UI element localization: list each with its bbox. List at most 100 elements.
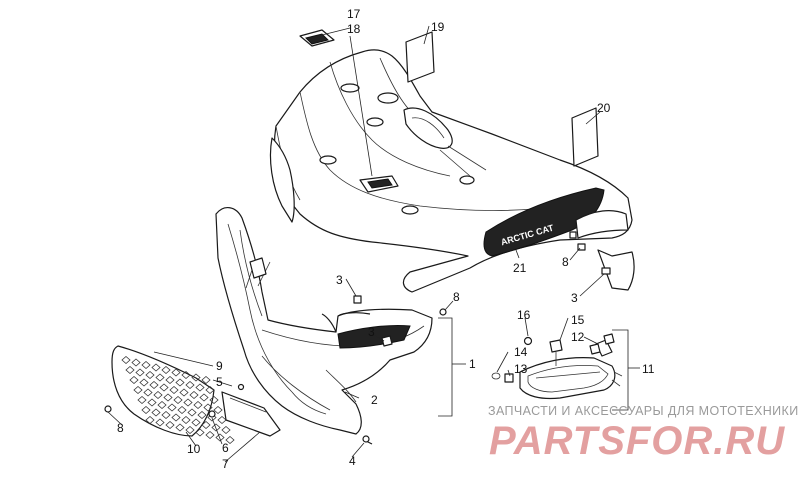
callout-3-mid: 3: [368, 325, 375, 339]
grille-cell: [139, 378, 149, 387]
callout-labels: 17 18 19 20 21 8 3 3 8 3 1 9 5 2 8 10 6 …: [117, 7, 655, 471]
callout-3-top: 3: [336, 273, 343, 287]
callout-17: 17: [347, 7, 361, 21]
grille-cell: [205, 430, 215, 440]
grille-cell: [165, 420, 175, 430]
watermark-logo: PARTSFOR.RU: [489, 419, 785, 462]
grille-cell: [201, 420, 211, 430]
grille-cell: [177, 405, 187, 415]
grille-cell: [131, 358, 141, 367]
callout-14: 14: [514, 345, 528, 359]
oring-14: [491, 372, 501, 380]
grille-cell: [165, 375, 175, 385]
grille-cell: [185, 380, 195, 390]
watermark-brand: PARTSFOR.RU: [489, 419, 785, 462]
grille-cell: [175, 423, 185, 432]
callout-8-center: 8: [453, 290, 460, 304]
callout-18: 18: [347, 22, 361, 36]
watermark-caption: ЗАПЧАСТИ И АКСЕССУАРЫ ДЛЯ МОТОТЕХНИКИ: [488, 404, 799, 418]
grille-cell: [153, 390, 163, 400]
grille: [111, 345, 235, 445]
grille-cell: [191, 418, 201, 427]
headlight-assembly: [519, 357, 623, 400]
grille-cell: [141, 405, 151, 415]
grille-cell: [145, 415, 155, 425]
callout-3-right: 3: [571, 291, 578, 305]
grille-cell: [161, 365, 171, 375]
grille-cell: [205, 385, 215, 395]
grommet-16: [523, 336, 533, 346]
grille-cell: [145, 370, 155, 380]
grille-cell: [197, 410, 207, 420]
callout-9: 9: [216, 359, 223, 373]
grille-cell: [181, 370, 191, 380]
grille-cell: [141, 360, 151, 370]
grille-cell: [143, 388, 153, 397]
grille-cell: [221, 425, 231, 435]
callout-21: 21: [513, 261, 527, 275]
grille-cell: [135, 368, 145, 377]
callout-12: 12: [571, 330, 585, 344]
grille-cell: [225, 435, 235, 445]
callout-19: 19: [431, 20, 445, 34]
grille-cell: [159, 383, 169, 392]
callout-13: 13: [514, 362, 528, 376]
lower-bezel: [221, 391, 281, 437]
callout-8-right: 8: [562, 255, 569, 269]
grille-cell: [155, 418, 165, 427]
grille-cell: [187, 408, 197, 417]
grille-cell: [151, 408, 161, 417]
grille-cell: [181, 415, 191, 425]
grille-cell: [169, 385, 179, 395]
grille-cell: [201, 375, 211, 385]
grille-cell: [215, 433, 225, 442]
grille-cell: [167, 403, 177, 412]
clip-13: [504, 373, 514, 383]
grille-cell: [171, 368, 181, 377]
grille-cell: [203, 403, 213, 412]
grille-cell: [199, 393, 209, 402]
grille-cell: [195, 383, 205, 392]
grille-cell: [133, 385, 143, 395]
grille-cell: [195, 428, 205, 437]
grille-cell: [185, 425, 195, 435]
front-body-panel: ARCTIC CAT: [269, 49, 635, 293]
grille-cell: [183, 398, 193, 407]
grille-cell: [161, 410, 171, 420]
grille-cell: [211, 423, 221, 432]
callout-20: 20: [597, 101, 611, 115]
grille-cell: [147, 398, 157, 407]
callout-5: 5: [216, 375, 223, 389]
callout-10: 10: [187, 442, 201, 456]
callout-4: 4: [349, 454, 356, 468]
grille-cell: [193, 400, 203, 410]
grille-cell: [163, 393, 173, 402]
grille-cell: [175, 378, 185, 387]
callout-11: 11: [642, 362, 655, 376]
grille-cell: [189, 390, 199, 400]
grille-cell: [209, 395, 219, 405]
grille-cell: [121, 355, 131, 365]
socket-15: [549, 339, 563, 353]
fasteners: [104, 231, 611, 445]
callout-6: 6: [222, 441, 229, 455]
grille-cell: [137, 395, 147, 405]
grille-cell: [129, 375, 139, 385]
bulb-12: [589, 333, 615, 357]
grille-cell: [155, 373, 165, 382]
callout-7: 7: [222, 457, 229, 471]
leader-lines: [107, 25, 640, 463]
grille-cell: [125, 365, 135, 375]
callout-16: 16: [517, 308, 531, 322]
grille-cell: [157, 400, 167, 410]
grille-cell: [191, 373, 201, 382]
grille-cell: [149, 380, 159, 390]
callout-15: 15: [571, 313, 585, 327]
callout-8-left: 8: [117, 421, 124, 435]
grille-cell: [217, 415, 227, 425]
grille-cell: [179, 388, 189, 397]
grille-cell: [171, 413, 181, 422]
grille-cell: [213, 405, 223, 415]
callout-2: 2: [371, 393, 378, 407]
